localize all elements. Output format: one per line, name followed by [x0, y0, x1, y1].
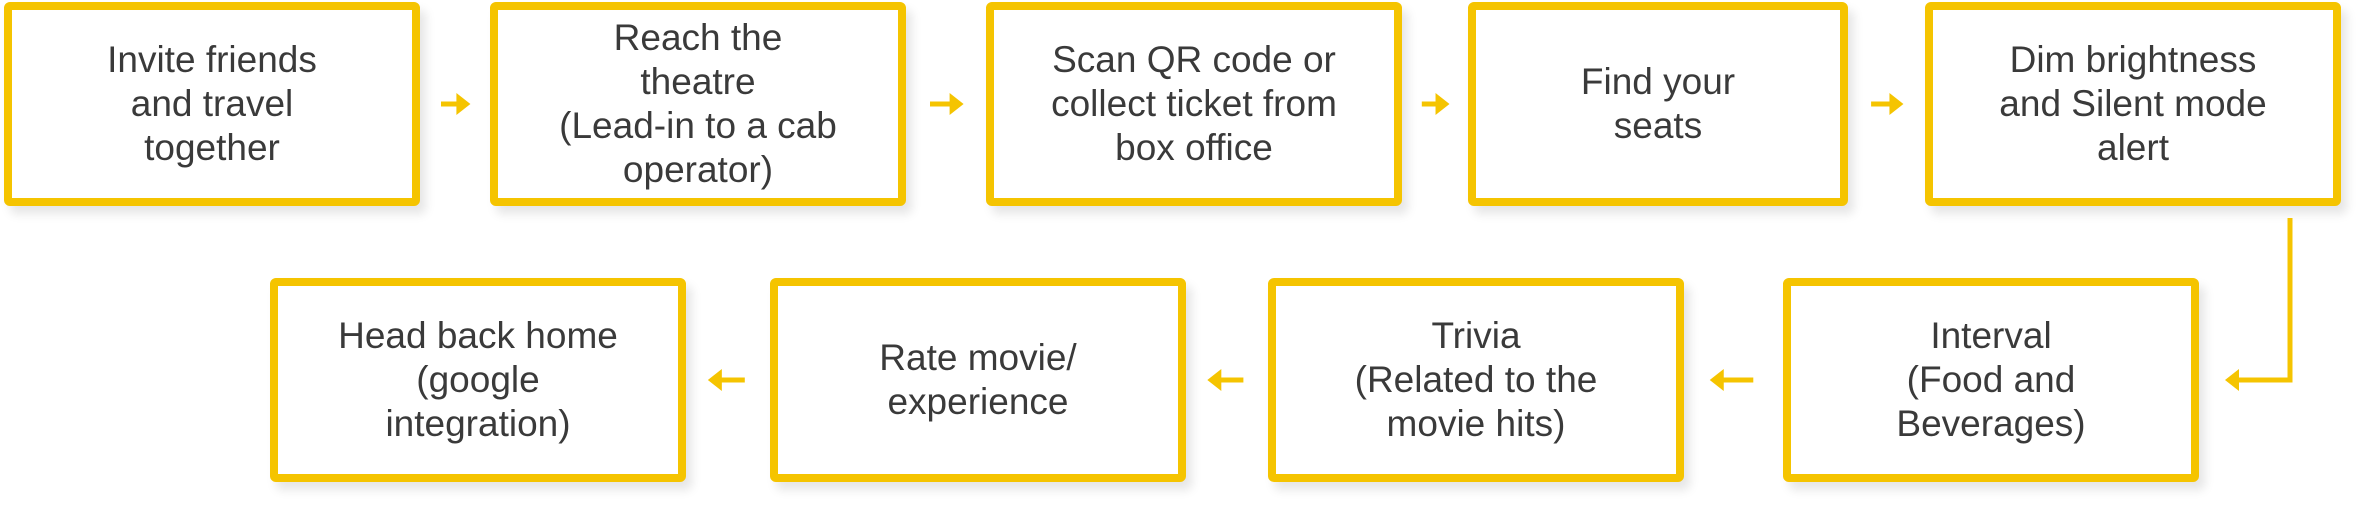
step-label: Scan QR code or collect ticket from box …: [1051, 39, 1337, 168]
step-invite-friends: Invite friends and travel together: [4, 2, 420, 206]
step-label: Invite friends and travel together: [107, 39, 317, 168]
step-rate-movie: Rate movie/ experience: [770, 278, 1186, 482]
arrow-seats-to-dim-head: [1889, 93, 1904, 115]
step-label: Trivia (Related to the movie hits): [1354, 315, 1598, 444]
step-reach-theatre: Reach the theatre (Lead-in to a cab oper…: [490, 2, 906, 206]
step-label: Dim brightness and Silent mode alert: [1999, 39, 2267, 168]
step-label: Interval (Food and Beverages): [1896, 315, 2086, 444]
step-label: Find your seats: [1580, 61, 1736, 146]
arrow-reach-to-scan-head: [949, 93, 964, 115]
step-interval: Interval (Food and Beverages): [1783, 278, 2199, 482]
step-trivia: Trivia (Related to the movie hits): [1268, 278, 1684, 482]
step-label: Reach the theatre (Lead-in to a cab oper…: [559, 17, 837, 190]
step-label: Rate movie/ experience: [879, 337, 1077, 422]
arrow-scan-to-seats-head: [1435, 93, 1450, 115]
arrow-invite-to-reach-head: [456, 93, 471, 115]
step-find-seats: Find your seats: [1468, 2, 1848, 206]
arrow-trivia-to-rate-head: [1207, 369, 1222, 391]
step-head-back-home: Head back home (google integration): [270, 278, 686, 482]
step-label: Head back home (google integration): [338, 315, 618, 444]
arrow-rate-to-home-head: [707, 369, 722, 391]
step-dim-brightness: Dim brightness and Silent mode alert: [1925, 2, 2341, 206]
arrow-dim-to-interval-head: [2225, 369, 2239, 391]
step-scan-qr-code: Scan QR code or collect ticket from box …: [986, 2, 1402, 206]
arrow-interval-to-trivia-head: [1709, 369, 1724, 391]
